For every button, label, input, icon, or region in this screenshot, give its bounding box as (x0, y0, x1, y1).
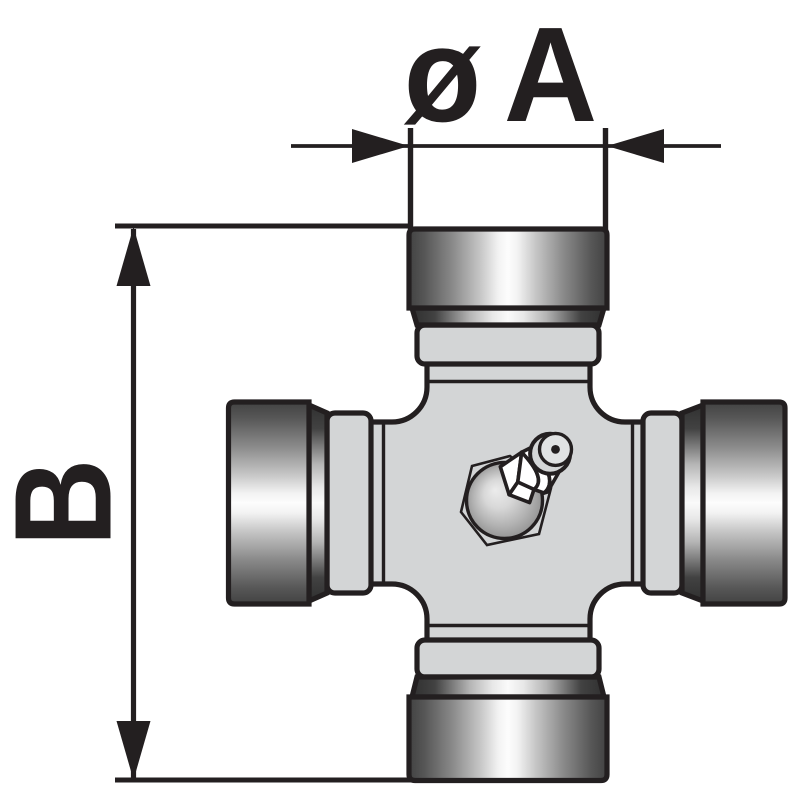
svg-text:B: B (0, 459, 140, 547)
svg-text:ø: ø (404, 0, 482, 150)
svg-text:A: A (504, 0, 598, 151)
